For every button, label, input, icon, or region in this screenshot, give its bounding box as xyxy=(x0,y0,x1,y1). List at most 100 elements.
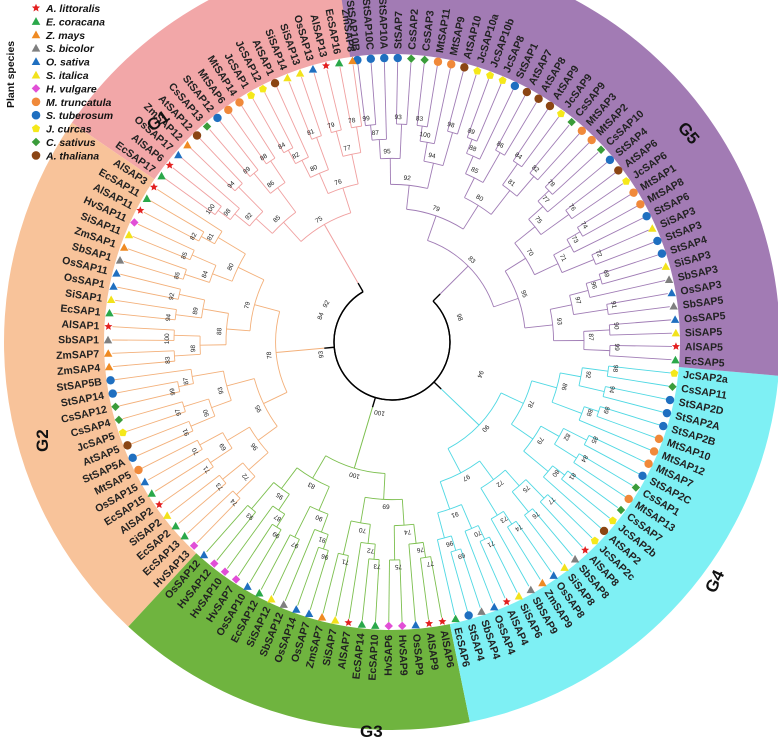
bootstrap-label: 70 xyxy=(191,446,201,456)
bootstrap-label: 88 xyxy=(259,152,269,162)
branch-line xyxy=(157,188,223,232)
branch-line xyxy=(408,544,416,622)
species-marker xyxy=(599,526,609,536)
species-marker xyxy=(108,389,117,398)
species-marker xyxy=(657,249,667,258)
a-thalianamarker-icon xyxy=(31,151,41,160)
bootstrap-label: 77 xyxy=(546,495,556,505)
branch-line xyxy=(226,505,274,569)
group-sector-g5 xyxy=(341,0,778,376)
branch-line xyxy=(595,241,654,265)
branch-line xyxy=(432,293,441,302)
bootstrap-label: 77 xyxy=(540,195,550,205)
branch-line xyxy=(360,497,366,524)
species-marker xyxy=(174,150,183,159)
branch-line xyxy=(534,263,559,276)
bootstrap-label: 93 xyxy=(217,386,226,395)
species-marker xyxy=(624,494,633,504)
bootstrap-label: 78 xyxy=(348,117,357,125)
species-marker xyxy=(393,53,402,63)
branch-line xyxy=(515,520,552,573)
bootstrap-label: 88 xyxy=(584,408,593,418)
root-support-label: 92 xyxy=(322,299,332,309)
species-marker xyxy=(473,66,482,75)
leaf-label: StSAP7 xyxy=(392,11,405,49)
species-marker xyxy=(371,621,380,629)
branch-line xyxy=(561,478,610,519)
branch-line xyxy=(529,124,570,174)
branch-line xyxy=(523,450,549,472)
o-sativamarker-icon xyxy=(31,57,41,66)
species-marker xyxy=(210,559,219,568)
branch-line xyxy=(191,254,217,266)
species-marker xyxy=(477,607,486,615)
branch-line xyxy=(537,190,550,202)
branch-line xyxy=(297,547,319,606)
group-sector-g1 xyxy=(71,0,359,180)
bootstrap-label: 91 xyxy=(609,301,617,310)
leaf-label: StSAP10C xyxy=(360,0,376,51)
branch-line xyxy=(190,147,236,192)
root-support-label: 94 xyxy=(475,369,484,379)
branch-line xyxy=(544,142,590,188)
bootstrap-label: 96 xyxy=(445,539,454,548)
branch-line xyxy=(283,221,302,242)
bootstrap-label: 73 xyxy=(570,235,580,245)
group-label-g4: G4 xyxy=(701,567,728,596)
branch-line xyxy=(524,324,553,329)
bootstrap-label: 83 xyxy=(164,356,172,364)
branch-line xyxy=(190,415,216,427)
a-littoralismarker-icon xyxy=(31,3,41,12)
branch-line xyxy=(323,224,359,284)
branch-arc xyxy=(296,467,330,488)
root-support-label: 98 xyxy=(455,313,464,323)
branch-line xyxy=(383,473,386,500)
branch-arc xyxy=(390,183,428,189)
species-marker xyxy=(659,421,668,431)
branch-line xyxy=(119,391,180,407)
branch-arc xyxy=(554,428,564,445)
bootstrap-label: 78 xyxy=(546,178,556,188)
bootstrap-label: 90 xyxy=(314,513,324,522)
bootstrap-label: 91 xyxy=(182,427,191,437)
species-marker xyxy=(142,194,152,202)
j-curcasmarker-icon xyxy=(31,124,41,133)
bootstrap-label: 96 xyxy=(249,441,259,451)
branch-line xyxy=(605,386,667,400)
branch-arc xyxy=(543,465,553,478)
bootstrap-label: 80 xyxy=(474,194,484,204)
branch-line xyxy=(582,205,638,237)
branch-line xyxy=(162,466,214,503)
species-marker xyxy=(486,71,495,79)
branch-line xyxy=(521,116,559,168)
bootstrap-label: 85 xyxy=(589,435,599,445)
branch-line xyxy=(503,511,513,525)
branch-line xyxy=(525,479,545,499)
leaf-label: EcSAP5 xyxy=(684,355,725,370)
branch-line xyxy=(554,443,577,459)
species-marker xyxy=(120,243,129,251)
branch-arc xyxy=(432,300,451,383)
bootstrap-label: 86 xyxy=(173,271,182,280)
branch-line xyxy=(114,368,192,381)
branch-arc xyxy=(272,505,285,515)
branch-arc xyxy=(394,523,414,527)
bootstrap-label: 90 xyxy=(612,322,620,330)
branch-line xyxy=(373,544,376,560)
bootstrap-label: 69 xyxy=(601,269,610,278)
branch-line xyxy=(287,150,296,164)
branch-line xyxy=(460,548,481,608)
branch-line xyxy=(547,162,608,213)
legend-label: S. bicolor xyxy=(46,43,95,55)
branch-line xyxy=(270,160,286,183)
bootstrap-label: 71 xyxy=(486,539,496,549)
species-marker xyxy=(104,349,113,357)
species-marker xyxy=(180,531,189,540)
branch-arc xyxy=(437,504,462,514)
species-marker xyxy=(267,594,276,603)
branch-line xyxy=(226,328,251,332)
branch-line xyxy=(420,558,429,620)
branch-line xyxy=(260,534,291,590)
branch-arc xyxy=(249,211,264,227)
branch-line xyxy=(370,125,373,141)
